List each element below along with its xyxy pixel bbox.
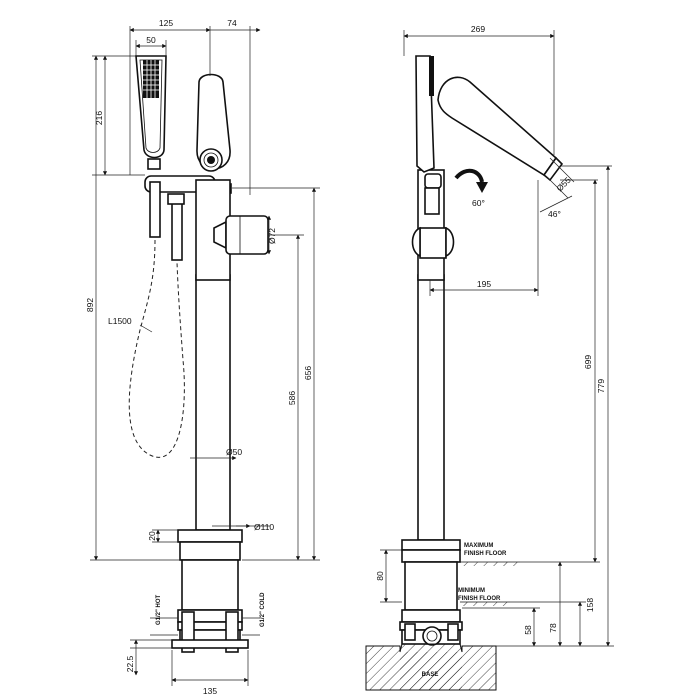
dim-58-label: 58 bbox=[523, 625, 533, 635]
side-view: 269 195 699 779 Ø55 46° 60° 80 158 58 78… bbox=[365, 24, 614, 691]
dim-269-label: 269 bbox=[471, 24, 485, 34]
side-handshower bbox=[411, 55, 455, 259]
max-floor-label-line1: MAXIMUM bbox=[464, 543, 493, 549]
front-view: 125 74 50 216 892 656 586 Ø72 Ø50 Ø110 2… bbox=[85, 18, 320, 696]
dim-216-label: 216 bbox=[94, 111, 104, 125]
side-base bbox=[399, 539, 463, 646]
dim-892-label: 892 bbox=[85, 298, 95, 312]
dim-135-label: 135 bbox=[203, 686, 217, 696]
min-floor-label-line2: FINISH FLOOR bbox=[458, 596, 501, 602]
hot-inlet-label: G1/2" HOT bbox=[156, 594, 162, 625]
rotation-60-label: 60° bbox=[472, 198, 485, 208]
rotation-arrow-icon bbox=[454, 168, 488, 193]
side-dimensions bbox=[380, 30, 614, 647]
dim-586-label: 586 bbox=[287, 391, 297, 405]
dim-779-label: 779 bbox=[596, 379, 606, 393]
cold-inlet-label: G1/2" COLD bbox=[260, 592, 266, 627]
dim-d72-label: Ø72 bbox=[267, 228, 277, 244]
dim-50-label: 50 bbox=[146, 35, 156, 45]
floor-base bbox=[365, 561, 520, 691]
dim-d55-label: Ø55 bbox=[554, 175, 573, 194]
dim-158-label: 158 bbox=[585, 598, 595, 612]
front-dimensions bbox=[90, 26, 320, 686]
hose-length-label: L1500 bbox=[108, 316, 132, 326]
min-floor-label-line1: MINIMUM bbox=[458, 588, 485, 594]
dim-20-label: 20 bbox=[147, 531, 157, 541]
dim-22-5-label: 22.5 bbox=[125, 655, 135, 672]
dim-699-label: 699 bbox=[583, 355, 593, 369]
handshower bbox=[135, 55, 167, 170]
side-column bbox=[417, 169, 445, 541]
main-column bbox=[195, 73, 231, 531]
angle-46-label: 46° bbox=[548, 209, 561, 219]
shower-nozzle-grid bbox=[143, 60, 159, 98]
side-spout bbox=[437, 76, 564, 182]
dim-125-label: 125 bbox=[159, 18, 173, 28]
dim-74-label: 74 bbox=[227, 18, 237, 28]
dim-195-label: 195 bbox=[477, 279, 491, 289]
dim-656-label: 656 bbox=[303, 366, 313, 380]
dim-d110-label: Ø110 bbox=[254, 522, 274, 532]
dim-78-label: 78 bbox=[548, 623, 558, 633]
base-label: BASE bbox=[422, 672, 439, 678]
front-base bbox=[171, 529, 249, 653]
dim-d50-label: Ø50 bbox=[226, 447, 242, 457]
dim-80-label: 80 bbox=[375, 571, 385, 581]
max-floor-label-line2: FINISH FLOOR bbox=[464, 551, 507, 557]
shower-hose bbox=[128, 239, 185, 458]
